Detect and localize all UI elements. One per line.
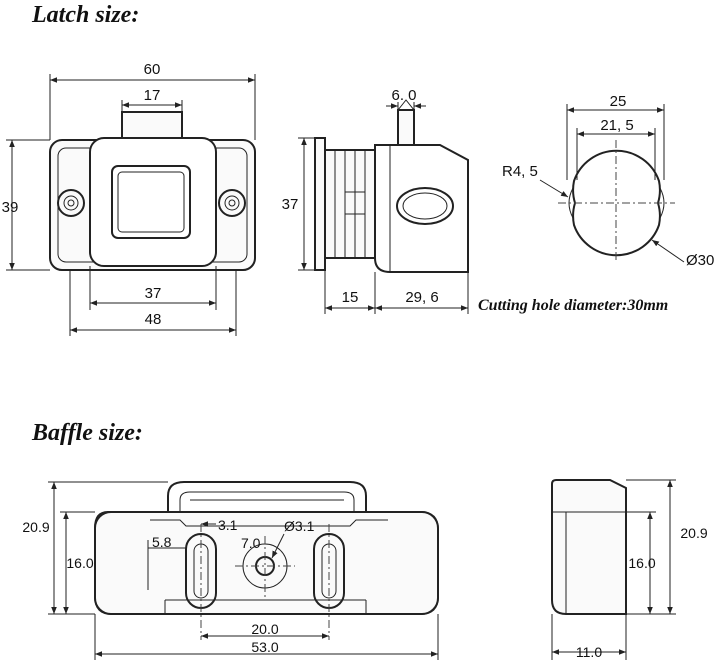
dim-baffle-center: 7.0 — [241, 535, 261, 551]
dim-baffle-width-total: 53.0 — [251, 639, 278, 655]
dim-hole-outer: 25 — [610, 93, 627, 110]
dim-baffle-side-height-body: 16.0 — [628, 555, 655, 571]
dim-baffle-hole-dia: Ø3.1 — [284, 518, 315, 534]
dim-latch-pin: 6. 0 — [391, 87, 416, 104]
dim-latch-base-width: 48 — [145, 311, 162, 328]
dim-latch-hole-spacing: 37 — [145, 285, 162, 302]
latch-heading: Latch size: — [31, 2, 139, 28]
dim-baffle-side-width: 11.0 — [576, 644, 602, 660]
dim-hole-diameter: Ø30 — [686, 252, 714, 269]
dim-latch-top-width: 17 — [144, 87, 161, 104]
dim-baffle-side-height-total: 20.9 — [680, 525, 707, 541]
baffle-front-view: 20.9 16.0 3.1 5.8 7.0 Ø3.1 20.0 53.0 — [22, 481, 439, 660]
latch-front-view: 60 17 39 37 48 — [2, 61, 256, 336]
dim-latch-width-overall: 60 — [144, 61, 161, 78]
latch-side-view: 6. 0 37 15 29, 6 — [282, 87, 469, 314]
dim-baffle-slot-offset: 5.8 — [152, 534, 172, 550]
dim-hole-inner: 21, 5 — [600, 117, 633, 134]
baffle-side-view: 20.9 16.0 11.0 — [551, 479, 708, 660]
dim-latch-side-height: 37 — [282, 196, 299, 213]
dim-baffle-height-total: 20.9 — [22, 519, 49, 535]
cutting-hole-note: Cutting hole diameter:30mm — [478, 297, 668, 314]
dim-latch-depth-a: 15 — [342, 289, 359, 306]
dim-baffle-height-body: 16.0 — [66, 555, 93, 571]
cutting-hole-view: 25 21, 5 R4, 5 Ø30 — [502, 93, 714, 269]
dim-latch-height: 39 — [2, 199, 19, 216]
dim-hole-radius: R4, 5 — [502, 163, 538, 180]
dim-baffle-slot-width: 3.1 — [218, 517, 238, 533]
dim-baffle-slot-pitch: 20.0 — [251, 621, 278, 637]
baffle-heading: Baffle size: — [31, 420, 143, 446]
dim-latch-depth-b: 29, 6 — [405, 289, 438, 306]
